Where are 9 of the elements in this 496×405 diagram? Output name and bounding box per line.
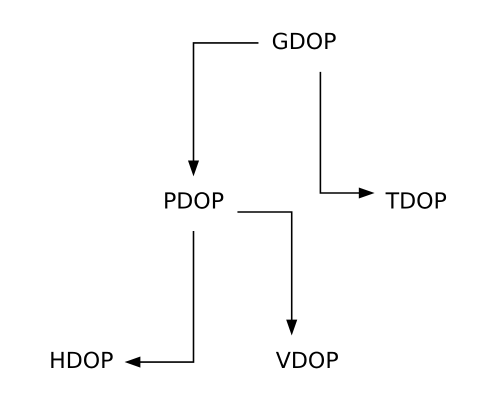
node-text: GDOP — [272, 28, 337, 55]
node-text: PDOP — [162, 188, 224, 214]
arrow — [320, 72, 375, 199]
arrow — [124, 231, 194, 368]
node-text: HDOP — [49, 348, 114, 374]
arrow — [237, 211, 298, 336]
node-text: TDOP — [386, 188, 447, 214]
node-text: VDOP — [276, 348, 339, 374]
arrow — [188, 42, 258, 176]
